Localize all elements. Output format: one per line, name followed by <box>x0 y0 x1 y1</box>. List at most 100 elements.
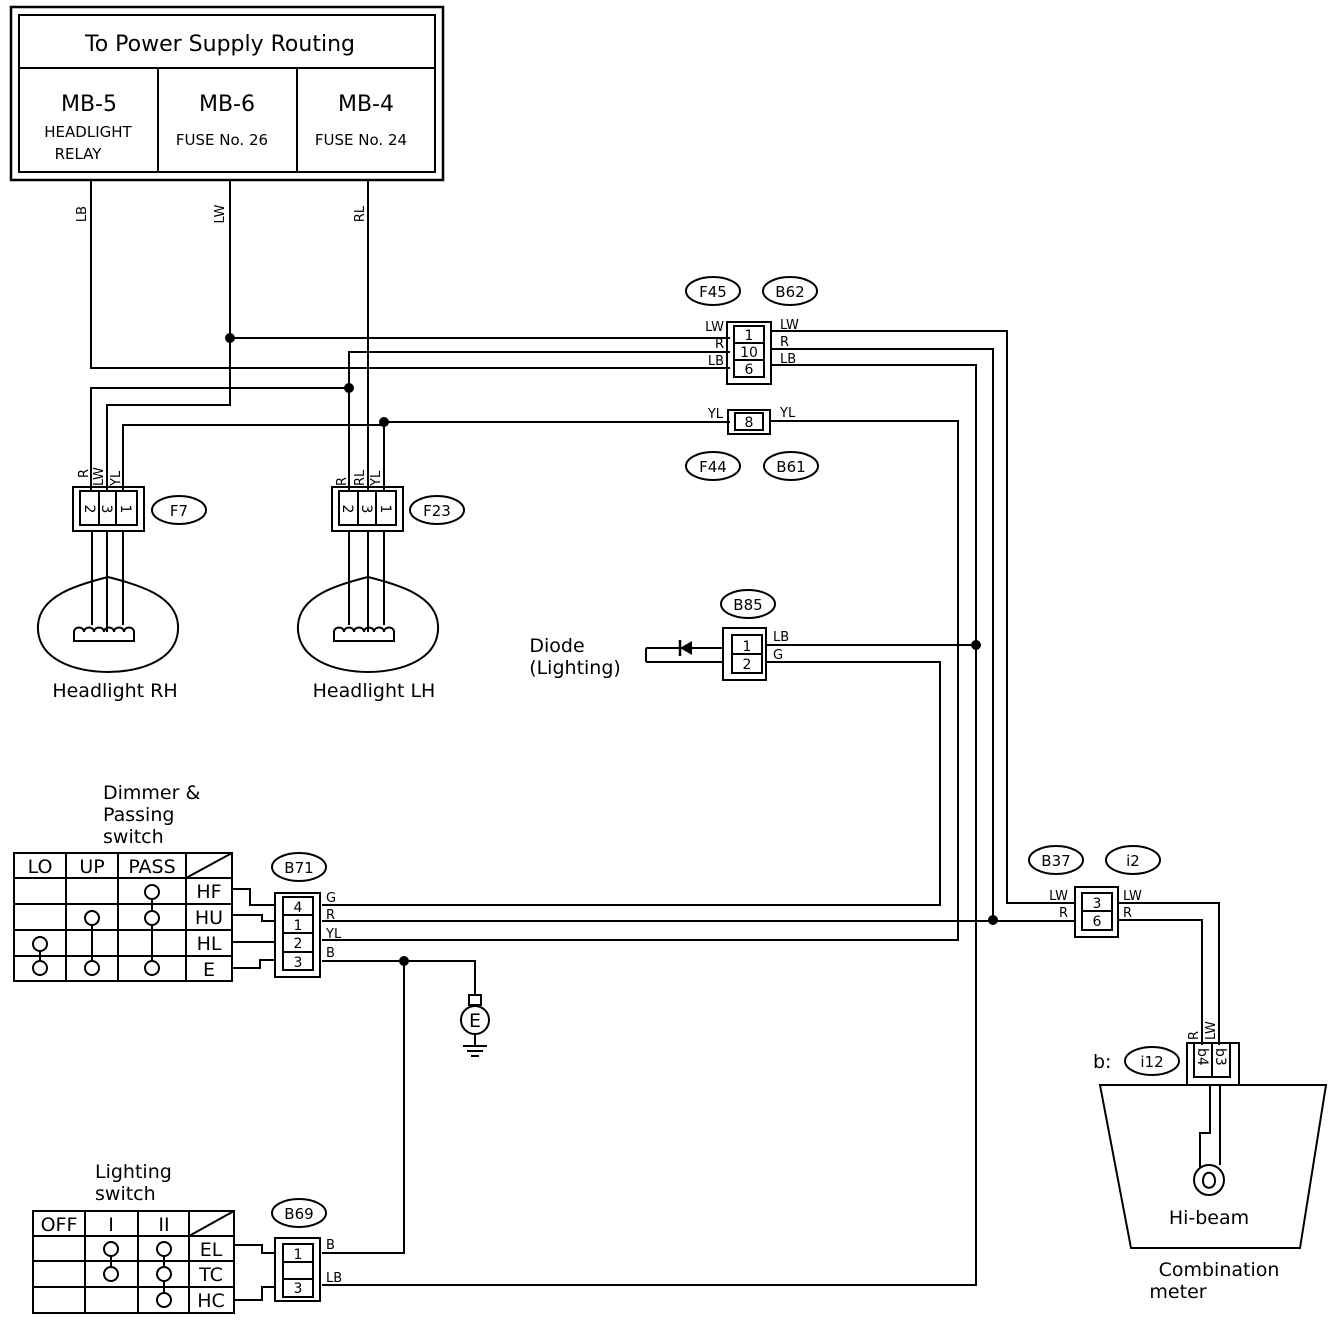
junction-dot <box>344 383 354 393</box>
wire-label-r: R <box>715 337 724 352</box>
headlight-rh: 2 3 1 R LW YL F7 Headlight RH <box>36 467 207 702</box>
lighting-title-line1: Lighting <box>95 1161 172 1183</box>
wire-label-r: R <box>335 477 350 486</box>
filament-icon <box>333 626 395 642</box>
pin-2: 2 <box>743 657 752 673</box>
wire-label-lw: LW <box>92 467 107 486</box>
wire-label-g: G <box>326 891 336 906</box>
mb6-code: MB-6 <box>199 92 255 117</box>
wire-label-b: B <box>326 1238 335 1253</box>
dimmer-title-line1: Dimmer & <box>103 782 200 804</box>
wire-label-r: R <box>1123 906 1132 921</box>
wire-label-lw: LW <box>1204 1021 1219 1040</box>
wire-label-r: R <box>326 908 335 923</box>
dimmer-title-line3: switch <box>103 826 164 848</box>
wire-label-lw: LW <box>705 320 724 335</box>
wire-label-b: B <box>326 946 335 961</box>
connector-f44-b61: 8 YL YL F44 B61 <box>685 406 819 481</box>
mb5-line1: HEADLIGHT <box>44 123 132 141</box>
switch-contact <box>156 1292 172 1308</box>
wire-label-lw-ps: LW <box>213 204 228 223</box>
junction-dot <box>971 640 981 650</box>
mb5-code: MB-5 <box>61 92 117 117</box>
pin-b4: b4 <box>1194 1048 1210 1066</box>
switch-contact <box>156 1241 172 1257</box>
pin-8: 8 <box>745 415 754 431</box>
pin-1: 1 <box>743 639 752 655</box>
connector-id-b71: B71 <box>284 859 313 877</box>
connector-f45-b62: F45 B62 1 10 6 LW R LB LW R LB <box>685 276 818 385</box>
col-up: UP <box>79 856 104 878</box>
switch-contact <box>84 910 100 926</box>
wire-label-lb: LB <box>708 354 724 369</box>
power-supply-title: To Power Supply Routing <box>84 32 355 57</box>
connector-id-b61: B61 <box>776 458 805 476</box>
diode-icon <box>680 641 692 655</box>
ground-e: E <box>460 994 490 1057</box>
connector-id-f44: F44 <box>699 458 727 476</box>
connector-id-b85: B85 <box>733 596 762 614</box>
wires <box>90 180 1221 1301</box>
wire-label-lw: LW <box>1123 889 1142 904</box>
pin-3: 3 <box>358 505 374 514</box>
col-off: OFF <box>41 1214 78 1236</box>
switch-contact <box>84 960 100 976</box>
connector-id-f23: F23 <box>423 502 451 520</box>
pin-2: 2 <box>81 505 97 514</box>
connector-id-b37: B37 <box>1041 852 1070 870</box>
wire-label-r: R <box>1059 906 1068 921</box>
meter-prefix: b: <box>1093 1051 1111 1073</box>
wire-label-yl: YL <box>707 407 724 422</box>
wire-label-rl: RL <box>353 469 368 486</box>
diode-lighting: B85 1 2 LB G Diode (Lighting) <box>529 589 789 681</box>
switch-contact <box>144 884 160 900</box>
row-el: EL <box>200 1239 223 1261</box>
diode-label-line1: Diode <box>529 635 584 657</box>
mb5-line2: RELAY <box>55 145 103 163</box>
connector-b37-i2: B37 i2 3 6 LW R LW R <box>1028 845 1161 938</box>
row-hf: HF <box>196 881 221 903</box>
power-supply-box: To Power Supply Routing MB-5 HEADLIGHT R… <box>9 5 445 182</box>
connector-id-i12: i12 <box>1140 1053 1163 1071</box>
connector-id-f7: F7 <box>170 502 188 520</box>
wire-label-yl: YL <box>109 470 124 487</box>
pin-2: 2 <box>339 505 355 514</box>
headlight-rh-label: Headlight RH <box>52 680 177 702</box>
headlight-bulb-icon <box>36 575 180 674</box>
switch-contact <box>103 1266 119 1282</box>
col-ii: II <box>158 1214 169 1236</box>
pin-3: 3 <box>1093 896 1102 912</box>
pin-3: 3 <box>294 955 303 971</box>
col-pass: PASS <box>128 856 175 878</box>
wire-label-lb: LB <box>780 352 796 367</box>
pin-1: 1 <box>294 1247 303 1263</box>
meter-label-line2: meter <box>1149 1281 1206 1303</box>
dimmer-title-line2: Passing <box>103 804 174 826</box>
row-hu: HU <box>195 907 223 929</box>
switch-contact <box>144 960 160 976</box>
switch-contact <box>103 1241 119 1257</box>
headlight-lh-label: Headlight LH <box>313 680 436 702</box>
pin-4: 4 <box>294 900 303 916</box>
pin-b3: b3 <box>1212 1048 1228 1066</box>
junctions <box>225 333 998 966</box>
row-e: E <box>203 959 215 981</box>
connector-id-b62: B62 <box>775 283 804 301</box>
wire-label-lb-ps: LB <box>75 206 90 222</box>
combination-meter: b: i12 R LW b4 b3 Hi-beam Combination me… <box>1093 1021 1328 1303</box>
pin-3: 3 <box>294 1281 303 1297</box>
switch-contact <box>144 910 160 926</box>
wire-label-lb: LB <box>773 630 789 645</box>
junction-dot <box>399 956 409 966</box>
mb4-line1: FUSE No. 24 <box>315 131 407 149</box>
ground-label: E <box>469 1010 481 1032</box>
row-tc: TC <box>198 1264 223 1286</box>
pin-1: 1 <box>377 505 393 514</box>
junction-dot <box>225 333 235 343</box>
col-i: I <box>108 1214 114 1236</box>
diode-label-line2: (Lighting) <box>529 657 621 679</box>
wire-label-yl: YL <box>779 406 796 421</box>
connector-id-f45: F45 <box>699 283 727 301</box>
switch-contact <box>32 960 48 976</box>
